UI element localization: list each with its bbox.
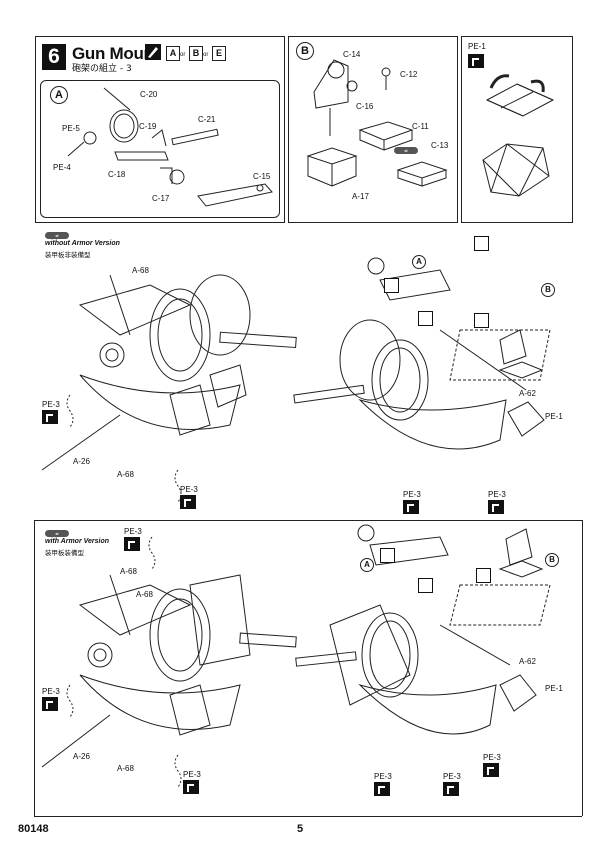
part-label-c13: C-13 (431, 141, 449, 150)
w-left-pe3-bottom-icon (183, 780, 199, 794)
without-armor-right-drawing (293, 257, 551, 450)
panel-pe-drawing (482, 74, 555, 197)
part-label-c11: C-11 (412, 122, 429, 131)
w-right-pe3-2: PE-3 (443, 772, 461, 781)
w-right-pe1: PE-1 (545, 684, 563, 693)
part-label-a17: A-17 (352, 192, 369, 201)
part-label-c18: C-18 (108, 170, 126, 179)
w-left-a68-3: A-68 (117, 764, 134, 773)
panel-a-label: A (50, 86, 68, 104)
w-right-pe3-1-icon (374, 782, 390, 796)
wo-arrow-marker-1 (474, 236, 489, 251)
color-b: B (189, 46, 203, 61)
color-a: A (166, 46, 180, 61)
without-armor-heading-jp: 装甲板非装備型 (45, 251, 91, 259)
wo-left-pe3-1: PE-3 (42, 400, 60, 409)
w-arrow-marker-2 (418, 578, 433, 593)
panel-a (40, 80, 280, 218)
part-label-c16: C-16 (356, 102, 374, 111)
or-label-2: or (203, 52, 209, 58)
part-label-c21: C-21 (198, 115, 216, 124)
page-number: 5 (297, 823, 304, 835)
w-left-pe3-bottom: PE-3 (183, 770, 201, 779)
wo-arrow-marker-4 (474, 313, 489, 328)
with-armor-left-drawing (41, 536, 297, 788)
w-arrow-marker-3 (476, 568, 491, 583)
w-left-pe3-mid: PE-3 (42, 687, 60, 696)
section-border-bottom (34, 816, 582, 817)
section-border-left (34, 520, 35, 816)
w-left-a68-2: A-68 (136, 590, 153, 599)
without-armor-left-drawing (41, 274, 297, 503)
panel-b-drawing (306, 59, 448, 187)
pe1-label: PE-1 (468, 42, 486, 51)
wo-left-a26: A-26 (73, 457, 90, 466)
wo-arrow-marker-3 (418, 311, 433, 326)
w-right-pe3-2-icon (443, 782, 459, 796)
step-title: Gun Mount (72, 44, 159, 63)
wo-right-pe1: PE-1 (545, 412, 563, 421)
part-label-pe4: PE-4 (53, 163, 71, 172)
with-armor-heading: with Armor Version (45, 538, 110, 545)
product-code: 80148 (18, 823, 49, 835)
part-label-c17: C-17 (152, 194, 170, 203)
color-e: E (212, 46, 226, 61)
part-label-c20: C-20 (140, 90, 158, 99)
wo-left-a68-top: A-68 (132, 266, 149, 275)
wo-right-pe3-2-icon (488, 500, 504, 514)
with-armor-right-drawing (295, 524, 551, 735)
part-label-c14: C-14 (343, 50, 361, 59)
w-right-a62: A-62 (519, 657, 536, 666)
panel-b-label: B (296, 42, 314, 60)
w-left-pe3-top-icon (124, 537, 140, 551)
wo-right-pe3-1: PE-3 (403, 490, 421, 499)
w-right-callout-a: A (360, 558, 374, 572)
w-right-pe3-3-icon (483, 763, 499, 777)
wo-right-callout-b: B (541, 283, 555, 297)
panel-a-drawing (67, 87, 273, 207)
rotate-badge-b: ⇄ (394, 147, 418, 154)
w-right-callout-b: B (545, 553, 559, 567)
panel-b (288, 36, 458, 223)
rotate-badge-with: ⇄ (45, 530, 69, 537)
part-label-pe5: PE-5 (62, 124, 80, 133)
section-border-right (582, 520, 583, 816)
w-right-pe3-1: PE-3 (374, 772, 392, 781)
photo-etch-icon (468, 54, 484, 68)
wo-right-callout-a: A (412, 255, 426, 269)
part-label-c19: C-19 (139, 122, 157, 131)
w-left-pe3-top: PE-3 (124, 527, 142, 536)
section-divider (34, 520, 582, 521)
wo-left-pe3-1-icon (42, 410, 58, 424)
w-left-pe3-mid-icon (42, 697, 58, 711)
wo-right-a62: A-62 (519, 389, 536, 398)
step-subtitle: 砲架の組立 - 3 (72, 64, 132, 74)
part-label-c12: C-12 (400, 70, 418, 79)
paint-brush-icon (145, 44, 161, 60)
step-number: 6 (42, 44, 66, 70)
with-armor-heading-jp: 装甲板装備型 (45, 549, 84, 557)
wo-left-a68-bottom: A-68 (117, 470, 134, 479)
w-right-pe3-3: PE-3 (483, 753, 501, 762)
part-label-c15: C-15 (253, 172, 271, 181)
wo-left-pe3-2: PE-3 (180, 485, 198, 494)
rotate-badge-without: ⇄ (45, 232, 69, 239)
w-left-a68-1: A-68 (120, 567, 137, 576)
wo-right-pe3-2: PE-3 (488, 490, 506, 499)
w-left-a26: A-26 (73, 752, 90, 761)
wo-arrow-marker-2 (384, 278, 399, 293)
without-armor-heading: without Armor Version (45, 240, 120, 247)
w-arrow-marker-1 (380, 548, 395, 563)
wo-right-pe3-1-icon (403, 500, 419, 514)
wo-left-pe3-2-icon (180, 495, 196, 509)
or-label-1: or (180, 52, 186, 58)
